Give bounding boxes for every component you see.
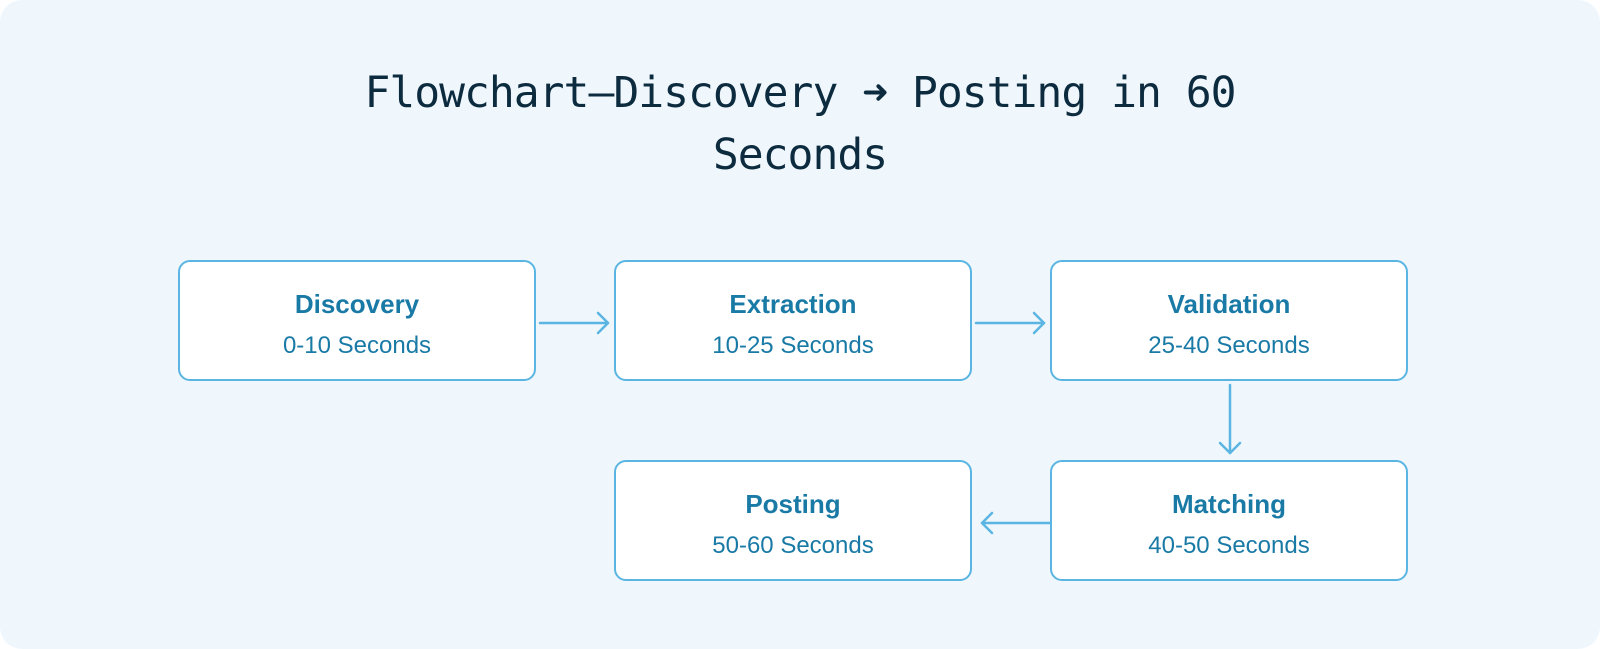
step-name: Validation	[1167, 289, 1291, 319]
arrow-matching-to-posting	[980, 511, 1052, 535]
step-name: Extraction	[729, 289, 857, 319]
step-posting: Posting 50-60 Seconds	[614, 460, 972, 581]
step-name: Matching	[1171, 489, 1287, 519]
step-time: 40-50 Seconds	[1148, 532, 1310, 559]
step-time: 25-40 Seconds	[1148, 332, 1310, 359]
step-time: 10-25 Seconds	[712, 332, 874, 359]
diagram-title: Flowchart—Discovery ➜ Posting in 60 Seco…	[364, 68, 1236, 180]
step-name: Posting	[745, 489, 841, 519]
step-discovery: Discovery 0-10 Seconds	[178, 260, 536, 381]
step-time: 50-60 Seconds	[712, 532, 874, 559]
arrow-extraction-to-validation	[974, 311, 1046, 335]
step-time: 0-10 Seconds	[282, 332, 432, 359]
step-validation: Validation 25-40 Seconds	[1050, 260, 1408, 381]
step-matching: Matching 40-50 Seconds	[1050, 460, 1408, 581]
step-name: Discovery	[294, 289, 420, 319]
arrow-validation-to-matching	[1218, 383, 1242, 455]
step-extraction: Extraction 10-25 Seconds	[614, 260, 972, 381]
arrow-discovery-to-extraction	[538, 311, 610, 335]
